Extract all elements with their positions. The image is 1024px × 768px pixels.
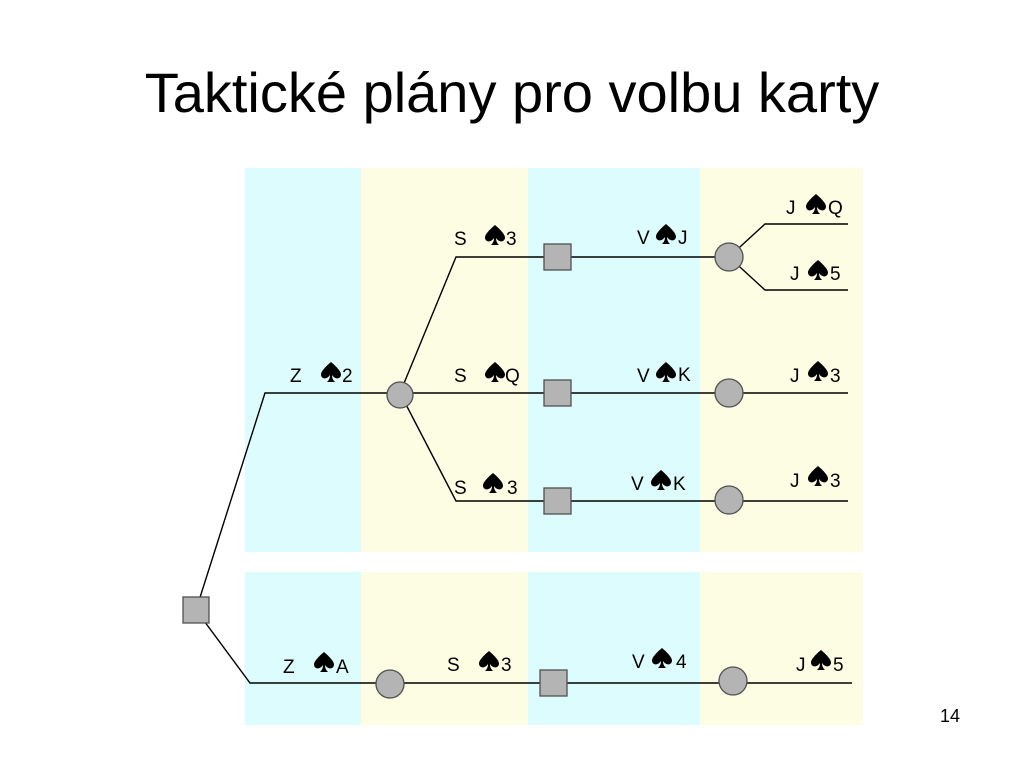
label-player: Z — [290, 366, 302, 387]
label-player: J — [790, 366, 800, 387]
edge-vj-j5 — [728, 256, 848, 291]
edge-n1-s3-top — [399, 256, 557, 394]
label-card: 4 — [676, 652, 687, 673]
label-s-3-bottom: S 3 — [447, 651, 512, 676]
label-card: A — [336, 657, 349, 678]
band-cyan-1-bottom — [245, 572, 361, 725]
label-j-3-low: J 3 — [790, 466, 841, 492]
slide-title: Taktické plány pro volbu karty — [144, 61, 880, 124]
label-card: 3 — [506, 229, 517, 250]
label-j-q: J Q — [786, 194, 843, 219]
label-player: J — [786, 198, 796, 219]
label-j-5-bottom: J 5 — [796, 650, 844, 676]
label-card: 3 — [507, 478, 518, 499]
edge-n1-s3-low — [399, 392, 557, 502]
move-labels: Z 2 S 3 V J J Q J 5 S — [283, 194, 844, 678]
label-card: 5 — [830, 264, 841, 285]
band-yellow-1-top — [361, 168, 528, 552]
edge-root-za — [195, 609, 390, 684]
label-player: J — [796, 655, 806, 676]
label-card: 3 — [830, 366, 841, 387]
band-cyan-2-bottom — [528, 572, 700, 725]
label-card: K — [678, 365, 691, 386]
circle-node-v4 — [718, 666, 748, 696]
label-v-k-mid: V K — [637, 362, 691, 387]
label-s-q: S Q — [454, 362, 520, 387]
circle-node-z2 — [386, 381, 414, 409]
label-v-k-low: V K — [631, 470, 686, 495]
circle-node-vj — [714, 242, 744, 272]
label-j-3-mid: J 3 — [790, 361, 841, 387]
slide-number: 14 — [939, 706, 961, 726]
label-card: Q — [828, 198, 843, 219]
label-card: K — [673, 474, 686, 495]
tree-edges — [195, 223, 852, 684]
edge-vj-jq — [728, 223, 848, 258]
label-player: V — [632, 652, 645, 673]
circle-node-vk-low — [714, 485, 744, 515]
label-player: V — [637, 228, 650, 249]
square-node-s3-top — [543, 243, 572, 271]
label-player: S — [447, 655, 460, 676]
root-square-node — [182, 596, 210, 624]
tree-nodes — [182, 242, 748, 699]
square-node-s3-bottom — [539, 669, 568, 697]
band-yellow-2-bottom — [700, 572, 863, 725]
label-player: Z — [283, 657, 295, 678]
label-z-a: Z A — [283, 652, 349, 678]
label-player: V — [631, 474, 644, 495]
label-card: 3 — [501, 655, 512, 676]
label-card: Q — [505, 366, 520, 387]
label-z-2: Z 2 — [290, 362, 353, 387]
label-v-4: V 4 — [632, 648, 687, 673]
label-player: S — [454, 478, 467, 499]
circle-node-za — [375, 669, 405, 699]
circle-node-vk-mid — [714, 378, 744, 408]
band-cyan-1-top — [245, 168, 361, 552]
label-card: J — [678, 228, 688, 249]
label-player: V — [637, 366, 650, 387]
label-player: J — [790, 264, 800, 285]
label-s-3-top: S 3 — [454, 225, 517, 250]
label-card: 5 — [833, 655, 844, 676]
square-node-sq — [543, 379, 572, 407]
label-card: 2 — [342, 366, 353, 387]
label-j-5-top: J 5 — [790, 260, 841, 285]
square-node-s3-low — [543, 487, 572, 515]
label-player: S — [454, 229, 467, 250]
label-v-j: V J — [637, 224, 688, 249]
label-card: 3 — [830, 471, 841, 492]
label-player: S — [454, 366, 467, 387]
label-player: J — [790, 471, 800, 492]
band-yellow-1-bottom — [361, 572, 528, 725]
edge-root-z2 — [195, 392, 400, 611]
label-s-3-low: S 3 — [454, 473, 518, 499]
